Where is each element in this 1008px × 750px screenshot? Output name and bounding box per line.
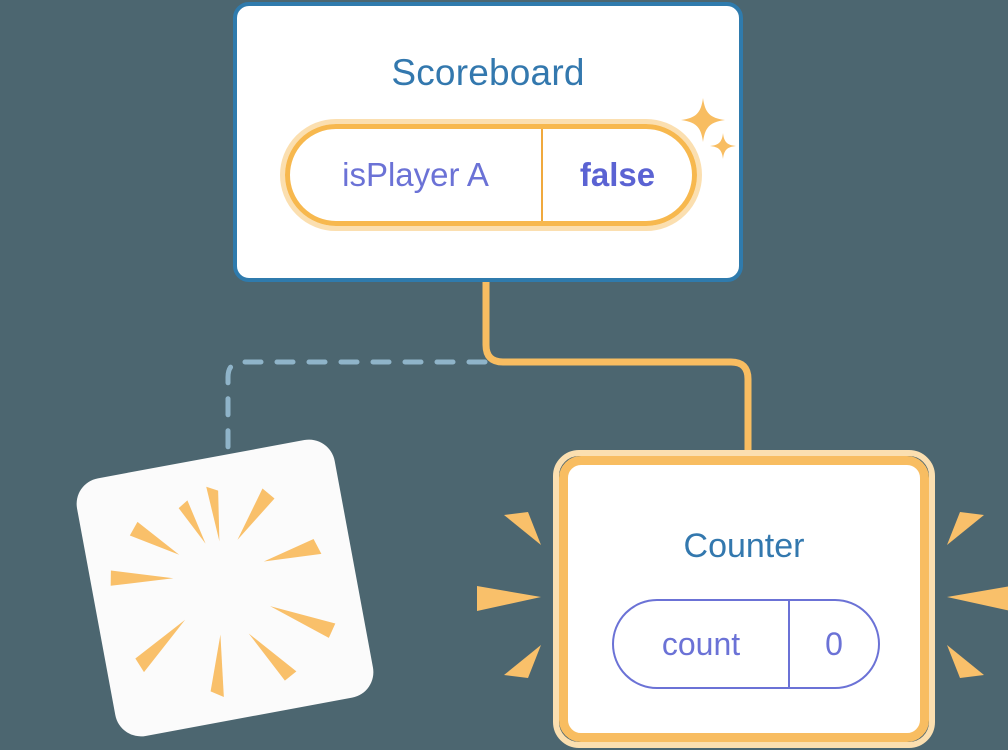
counter-state-value: 0 [825, 625, 843, 662]
scoreboard-state-pill-inner: isPlayer A false [285, 124, 697, 226]
blank-ray-10 [178, 500, 206, 544]
blank-ray-3 [263, 539, 322, 562]
counter-state-pill[interactable]: count 0 [612, 599, 880, 689]
sparkle-large-icon [681, 98, 725, 142]
ray-right-top [947, 512, 984, 545]
scoreboard-state-pill[interactable]: isPlayer A false [280, 119, 702, 231]
blank-card-burst-rays [110, 486, 336, 698]
scoreboard-state-key: isPlayer A [290, 129, 543, 221]
counter-card-inner: Counter count 0 [559, 456, 929, 742]
solid-connector-path [482, 282, 752, 462]
blank-card[interactable] [72, 435, 378, 741]
counter-card[interactable]: Counter count 0 [553, 450, 935, 748]
counter-title: Counter [683, 527, 805, 565]
blank-ray-2 [237, 488, 275, 540]
ray-left-middle [477, 586, 541, 611]
scoreboard-card[interactable]: Scoreboard isPlayer A false [233, 2, 743, 282]
blank-ray-9 [129, 521, 180, 555]
ray-right-middle [947, 586, 1008, 611]
blank-ray-8 [110, 570, 174, 586]
ray-left-bottom [504, 645, 541, 678]
blank-ray-4 [270, 606, 336, 638]
ray-left-top [504, 512, 541, 545]
blank-ray-5 [248, 633, 297, 681]
blank-ray-6 [210, 634, 224, 698]
counter-state-key: count [614, 601, 790, 687]
ray-right-bottom [947, 645, 984, 678]
dashed-connector-path [225, 359, 488, 475]
blank-ray-7 [135, 619, 186, 673]
scoreboard-state-value: false [579, 156, 656, 193]
sparkle-small-icon [710, 133, 736, 159]
scoreboard-title: Scoreboard [391, 52, 585, 93]
